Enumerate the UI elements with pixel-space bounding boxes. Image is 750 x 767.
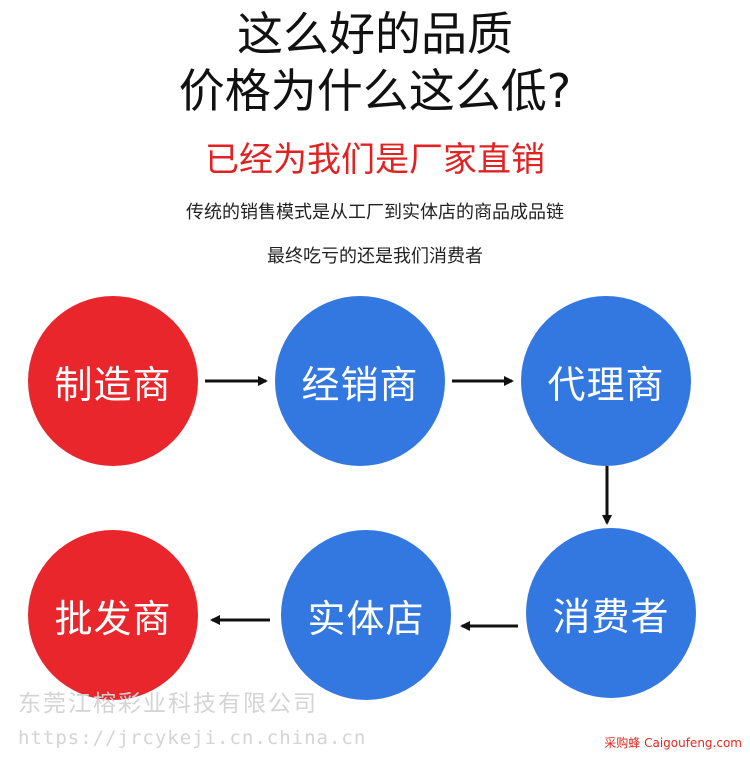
description-line-2: 最终吃亏的还是我们消费者: [267, 246, 483, 267]
description-line-1: 传统的销售模式是从工厂到实体店的商品成品链: [186, 202, 564, 223]
watermark-company: 东莞江榕彩业科技有限公司: [18, 691, 318, 717]
watermark-url: https://jrcykeji.cn.china.cn: [18, 727, 367, 749]
node-store: 实体店: [281, 530, 451, 700]
brand-watermark: 采购蜂 Caigoufeng.com: [604, 736, 742, 750]
title-line-2: 价格为什么这么低?: [178, 64, 572, 118]
node-distributor: 经销商: [275, 296, 445, 466]
title-line-1: 这么好的品质: [237, 7, 513, 61]
subtitle: 已经为我们是厂家直销: [205, 140, 545, 180]
node-manufacturer: 制造商: [28, 296, 198, 466]
node-wholesaler: 批发商: [28, 530, 198, 700]
node-agent: 代理商: [521, 296, 691, 466]
node-consumer: 消费者: [526, 528, 696, 698]
